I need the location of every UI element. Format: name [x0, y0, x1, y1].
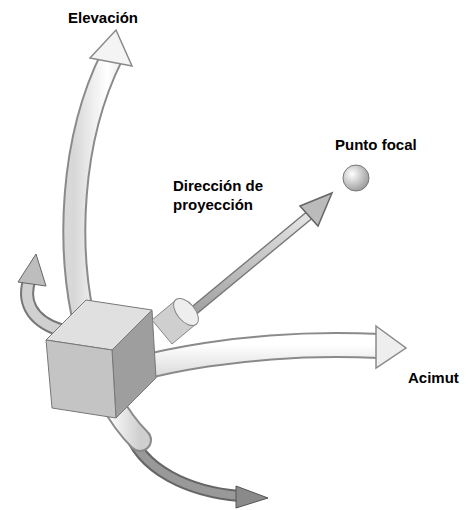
focal-sphere: [343, 165, 369, 191]
roll-arrow: [18, 254, 268, 508]
axis-label: Dirección de proyección: [173, 176, 301, 214]
axis-label: Punto focal: [335, 135, 455, 154]
axis-label: Acimut: [408, 368, 470, 387]
camera-cube: [46, 294, 203, 418]
axis-label: Elevación: [68, 8, 178, 27]
